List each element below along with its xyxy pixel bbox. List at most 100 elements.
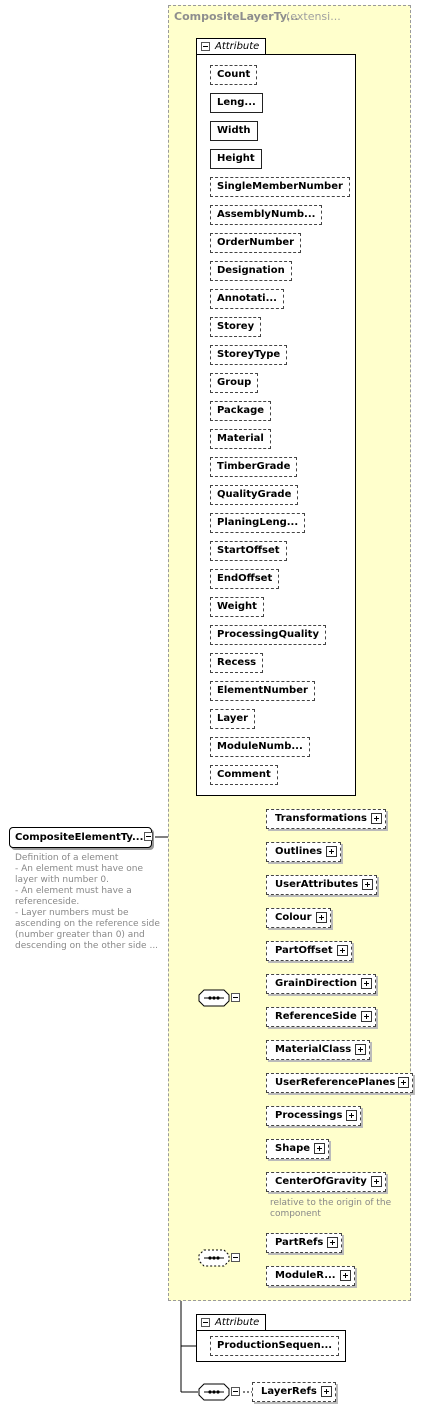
attribute-item[interactable]: Material [210, 429, 271, 449]
expand-icon[interactable] [370, 1176, 382, 1187]
element-label: UserAttributes [275, 879, 359, 890]
doc-line: - Layer numbers must be [15, 908, 129, 918]
element-label: ReferenceSide [275, 1011, 357, 1022]
attribute-item[interactable]: Annotati... [210, 289, 284, 309]
collapse-icon[interactable] [144, 832, 153, 841]
root-element[interactable]: CompositeElementTy... [9, 827, 152, 848]
attribute-item[interactable]: Leng... [210, 93, 263, 113]
element-label: PartRefs [275, 1237, 324, 1248]
expand-icon[interactable] [360, 1011, 372, 1022]
root-element-name: CompositeElementTy... [15, 832, 144, 843]
element-materialclass[interactable]: MaterialClass [266, 1040, 371, 1060]
expand-icon[interactable] [346, 1110, 358, 1121]
element-userattributes[interactable]: UserAttributes [266, 875, 378, 895]
attribute-item[interactable]: SingleMemberNumber [210, 177, 350, 197]
attribute-item[interactable]: PlaningLeng... [210, 513, 306, 533]
element-outlines[interactable]: Outlines [266, 842, 342, 862]
expand-icon[interactable] [362, 879, 374, 890]
expand-icon[interactable] [336, 945, 348, 956]
center-of-gravity-note: relative to the origin of the component [270, 1198, 391, 1220]
attribute-item[interactable]: Storey [210, 317, 262, 337]
attribute-item[interactable]: Height [210, 149, 262, 169]
element-modulerefs[interactable]: ModuleR... [266, 1266, 355, 1286]
root-documentation: Definition of a element - An element mus… [15, 853, 170, 952]
collapse-icon[interactable] [201, 42, 210, 51]
note-line: component [270, 1209, 321, 1219]
element-graindirection[interactable]: GrainDirection [266, 974, 377, 994]
element-shape[interactable]: Shape [266, 1139, 330, 1159]
attribute-item[interactable]: Recess [210, 653, 264, 673]
attribute-item[interactable]: QualityGrade [210, 485, 299, 505]
attribute-item[interactable]: EndOffset [210, 569, 280, 589]
element-processings[interactable]: Processings [266, 1106, 362, 1126]
expand-icon[interactable] [355, 1044, 367, 1055]
element-label: Transformations [275, 813, 367, 824]
expand-icon[interactable] [339, 1270, 351, 1281]
attribute-item[interactable]: Designation [210, 261, 292, 281]
attribute-item[interactable]: Layer [210, 709, 256, 729]
element-label: Outlines [275, 846, 323, 857]
element-transformations[interactable]: Transformations [266, 809, 386, 829]
own-attribute-group-tab[interactable]: Attribute [196, 1314, 266, 1330]
expand-icon[interactable] [361, 978, 373, 989]
attribute-item[interactable]: OrderNumber [210, 233, 302, 253]
element-label: Processings [275, 1110, 343, 1121]
element-label: Shape [275, 1143, 311, 1154]
attribute-item[interactable]: Package [210, 401, 272, 421]
attribute-group-tab[interactable]: Attribute [196, 38, 266, 54]
optional-sequence-compositor-icon[interactable] [198, 1249, 230, 1267]
extension-kind-label: (extensi... [286, 10, 341, 23]
attribute-item[interactable]: StoreyType [210, 345, 288, 365]
collapse-icon[interactable] [231, 1253, 240, 1262]
element-label: LayerRefs [261, 1386, 317, 1397]
expand-icon[interactable] [326, 846, 338, 857]
attribute-item[interactable]: AssemblyNumb... [210, 205, 323, 225]
collapse-icon[interactable] [231, 1387, 240, 1396]
expand-icon[interactable] [370, 813, 382, 824]
own-attribute-group-label: Attribute [215, 1317, 260, 1328]
attribute-item[interactable]: Group [210, 373, 259, 393]
attribute-item[interactable]: Comment [210, 765, 278, 785]
element-label: MaterialClass [275, 1044, 352, 1055]
attribute-item[interactable]: ProcessingQuality [210, 625, 326, 645]
attribute-item[interactable]: StartOffset [210, 541, 287, 561]
element-layerrefs[interactable]: LayerRefs [252, 1382, 336, 1402]
element-colour[interactable]: Colour [266, 908, 331, 928]
sequence-compositor-icon[interactable] [198, 989, 230, 1007]
element-label: PartOffset [275, 945, 333, 956]
collapse-icon[interactable] [231, 993, 240, 1002]
element-label: CenterOfGravity [275, 1176, 367, 1187]
doc-line: layer with number 0. [15, 875, 109, 885]
doc-line: ascending on the reference side [15, 919, 160, 929]
attribute-item[interactable]: ModuleNumb... [210, 737, 310, 757]
doc-line: - An element must have a [15, 886, 132, 896]
attribute-item[interactable]: Count [210, 65, 258, 85]
element-centerofgravity[interactable]: CenterOfGravity [266, 1172, 386, 1192]
attribute-item[interactable]: Width [210, 121, 258, 141]
doc-line: (number greater than 0) and [15, 930, 145, 940]
collapse-icon[interactable] [201, 1318, 210, 1327]
doc-line: - An element must have one [15, 864, 144, 874]
expand-icon[interactable] [320, 1386, 332, 1397]
element-referenceside[interactable]: ReferenceSide [266, 1007, 376, 1027]
expand-icon[interactable] [315, 912, 327, 923]
element-userreferenceplanes[interactable]: UserReferencePlanes [266, 1073, 414, 1093]
element-label: ModuleR... [275, 1270, 336, 1281]
attribute-productionsequence[interactable]: ProductionSequen... [210, 1336, 340, 1356]
expand-icon[interactable] [398, 1077, 410, 1088]
element-partoffset[interactable]: PartOffset [266, 941, 352, 961]
attribute-item[interactable]: ElementNumber [210, 681, 315, 701]
attribute-item[interactable]: TimberGrade [210, 457, 298, 477]
element-partrefs[interactable]: PartRefs [266, 1233, 343, 1253]
element-label: UserReferencePlanes [275, 1077, 396, 1088]
expand-icon[interactable] [314, 1143, 326, 1154]
attribute-item[interactable]: Weight [210, 597, 264, 617]
attribute-group-label: Attribute [215, 41, 260, 52]
note-line: relative to the origin of the [270, 1198, 392, 1208]
element-label: Colour [275, 912, 312, 923]
expand-icon[interactable] [327, 1237, 339, 1248]
sequence-compositor-icon[interactable] [198, 1383, 230, 1401]
element-label: GrainDirection [275, 978, 358, 989]
extension-type-name[interactable]: CompositeLayerTy... [174, 10, 299, 23]
doc-line: Definition of a element [15, 853, 119, 863]
